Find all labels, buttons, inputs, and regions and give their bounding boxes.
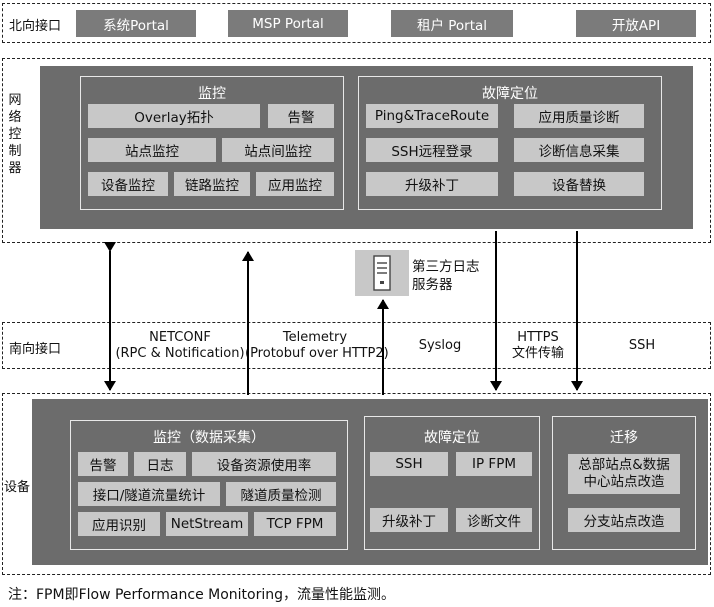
log-server-label: 第三方日志 服务器 (412, 258, 480, 294)
tcp-fpm-chip: TCP FPM (254, 512, 336, 536)
app-monitor-chip: 应用监控 (256, 172, 334, 196)
telemetry-label: Telemetry (Protobuf over HTTP2) (245, 330, 389, 362)
https-line2: 文件传输 (511, 346, 564, 361)
device-monitor-panel (70, 420, 348, 550)
netconf-line1: NETCONF (149, 330, 211, 345)
syslog-label: Syslog (418, 338, 462, 353)
device-migrate-panel (552, 416, 696, 550)
southbound-band (2, 322, 711, 369)
device-monitor-title: 监控（数据采集） (153, 430, 265, 446)
resource-usage-chip: 设备资源使用率 (192, 452, 336, 476)
controller-fault-title: 故障定位 (482, 86, 538, 102)
southbound-label: 南向接口 (9, 342, 62, 357)
ping-traceroute-chip: Ping&TraceRoute (366, 104, 498, 128)
tenant-portal-chip: 租户 Portal (391, 10, 513, 37)
https-label: HTTPS 文件传输 (500, 330, 576, 362)
open-api-chip: 开放API (576, 10, 696, 37)
netconf-label: NETCONF (RPC & Notification) (115, 330, 245, 362)
diagnosis-file-chip: 诊断文件 (456, 508, 532, 532)
controller-band (2, 58, 711, 243)
device-label: 设备 (4, 480, 31, 495)
northbound-label: 北向接口 (9, 19, 62, 34)
link-monitor-chip: 链路监控 (174, 172, 250, 196)
netstream-chip: NetStream (166, 512, 248, 536)
server-icon (355, 250, 409, 296)
ssh-remote-login-chip: SSH远程登录 (366, 138, 498, 162)
overlay-topology-chip: Overlay拓扑 (88, 104, 260, 128)
device-fault-panel (364, 416, 540, 550)
log-server-line2: 服务器 (412, 277, 453, 293)
netconf-line2: (RPC & Notification) (115, 346, 245, 361)
controller-fault-panel (358, 76, 662, 210)
controller-monitor-panel (80, 76, 344, 210)
app-quality-diagnosis-chip: 应用质量诊断 (514, 104, 644, 128)
device-upgrade-patch-chip: 升级补丁 (370, 508, 448, 532)
controller-label: 网络控制器 (8, 93, 22, 176)
hq-dc-line1: 总部站点&数据 (578, 457, 670, 473)
log-server-line1: 第三方日志 (412, 259, 480, 275)
telemetry-line1: Telemetry (282, 330, 348, 345)
device-fault-title: 故障定位 (424, 430, 480, 446)
ssh-label: SSH (628, 338, 656, 353)
alarm-chip: 告警 (268, 104, 334, 128)
hq-dc-line2: 中心站点改造 (583, 474, 665, 490)
upgrade-patch-chip: 升级补丁 (366, 172, 498, 196)
northbound-band (2, 3, 711, 43)
device-log-chip: 日志 (134, 452, 186, 476)
ip-fpm-chip: IP FPM (456, 452, 532, 476)
diagnosis-info-collect-chip: 诊断信息采集 (514, 138, 644, 162)
tunnel-quality-chip: 隧道质量检测 (226, 482, 336, 506)
telemetry-line2: (Protobuf over HTTP2) (245, 346, 389, 361)
device-alarm-chip: 告警 (78, 452, 128, 476)
https-line1: HTTPS (517, 330, 559, 345)
inter-site-monitor-chip: 站点间监控 (222, 138, 334, 162)
footnote: 注：FPM即Flow Performance Monitoring，流量性能监测… (8, 587, 396, 603)
device-replace-chip: 设备替换 (514, 172, 644, 196)
interface-tunnel-traffic-chip: 接口/隧道流量统计 (78, 482, 220, 506)
msp-portal-chip: MSP Portal (228, 10, 348, 37)
device-ssh-chip: SSH (370, 452, 448, 476)
hq-dc-site-reform-chip: 总部站点&数据 中心站点改造 (568, 454, 680, 494)
device-monitor-chip: 设备监控 (88, 172, 168, 196)
app-identification-chip: 应用识别 (78, 512, 160, 536)
site-monitor-chip: 站点监控 (88, 138, 216, 162)
system-portal-chip: 系统Portal (76, 10, 196, 37)
device-band (2, 393, 711, 575)
device-migrate-title: 迁移 (610, 430, 638, 446)
branch-site-reform-chip: 分支站点改造 (568, 508, 680, 532)
controller-monitor-title: 监控 (198, 86, 226, 102)
